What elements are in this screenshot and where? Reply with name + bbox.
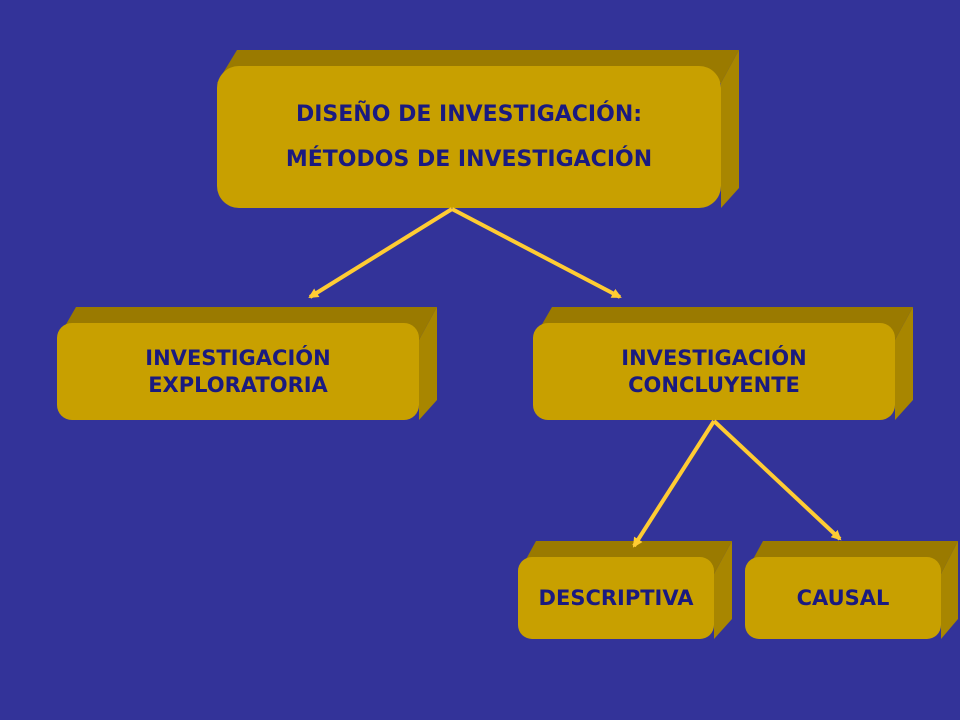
exploratory-box-face [57,323,419,420]
conclusive-box-face [533,323,895,420]
conclusive-label-line1: INVESTIGACIÓN [621,346,807,371]
descriptive-box [518,541,732,639]
root-label: DISEÑO DE INVESTIGACIÓN: MÉTODOS DE INVE… [217,66,721,208]
root-box [217,50,739,208]
causal-box [745,541,958,639]
causal-box-face [745,557,941,639]
descriptive-label-text: DESCRIPTIVA [538,585,694,610]
root-box-face [217,66,721,208]
conclusive-box [533,307,913,420]
conclusive-label: INVESTIGACIÓN CONCLUYENTE [533,323,895,420]
descriptive-box-side [714,541,732,639]
arrow-root-to-conclusive [451,207,622,299]
arrow-conclusive-to-causal [712,419,842,541]
exploratory-label-line1: INVESTIGACIÓN [145,346,331,371]
conclusive-box-side [895,307,913,420]
root-box-side [721,50,739,208]
causal-box-side [941,541,958,639]
exploratory-label: INVESTIGACIÓN EXPLORATORIA [57,323,419,420]
root-label-line2: MÉTODOS DE INVESTIGACIÓN [285,147,653,172]
causal-label: CAUSAL [745,557,941,639]
causal-label-text: CAUSAL [796,585,890,610]
exploratory-box-side [419,307,437,420]
conclusive-label-line2: CONCLUYENTE [628,372,800,397]
root-label-line1: DISEÑO DE INVESTIGACIÓN: [295,101,643,127]
exploratory-label-line2: EXPLORATORIA [148,372,328,397]
exploratory-box [57,307,437,420]
arrow-conclusive-to-descriptive [632,419,716,548]
descriptive-box-face [518,557,714,639]
descriptive-label: DESCRIPTIVA [518,557,714,639]
arrow-root-to-exploratory [308,207,454,299]
